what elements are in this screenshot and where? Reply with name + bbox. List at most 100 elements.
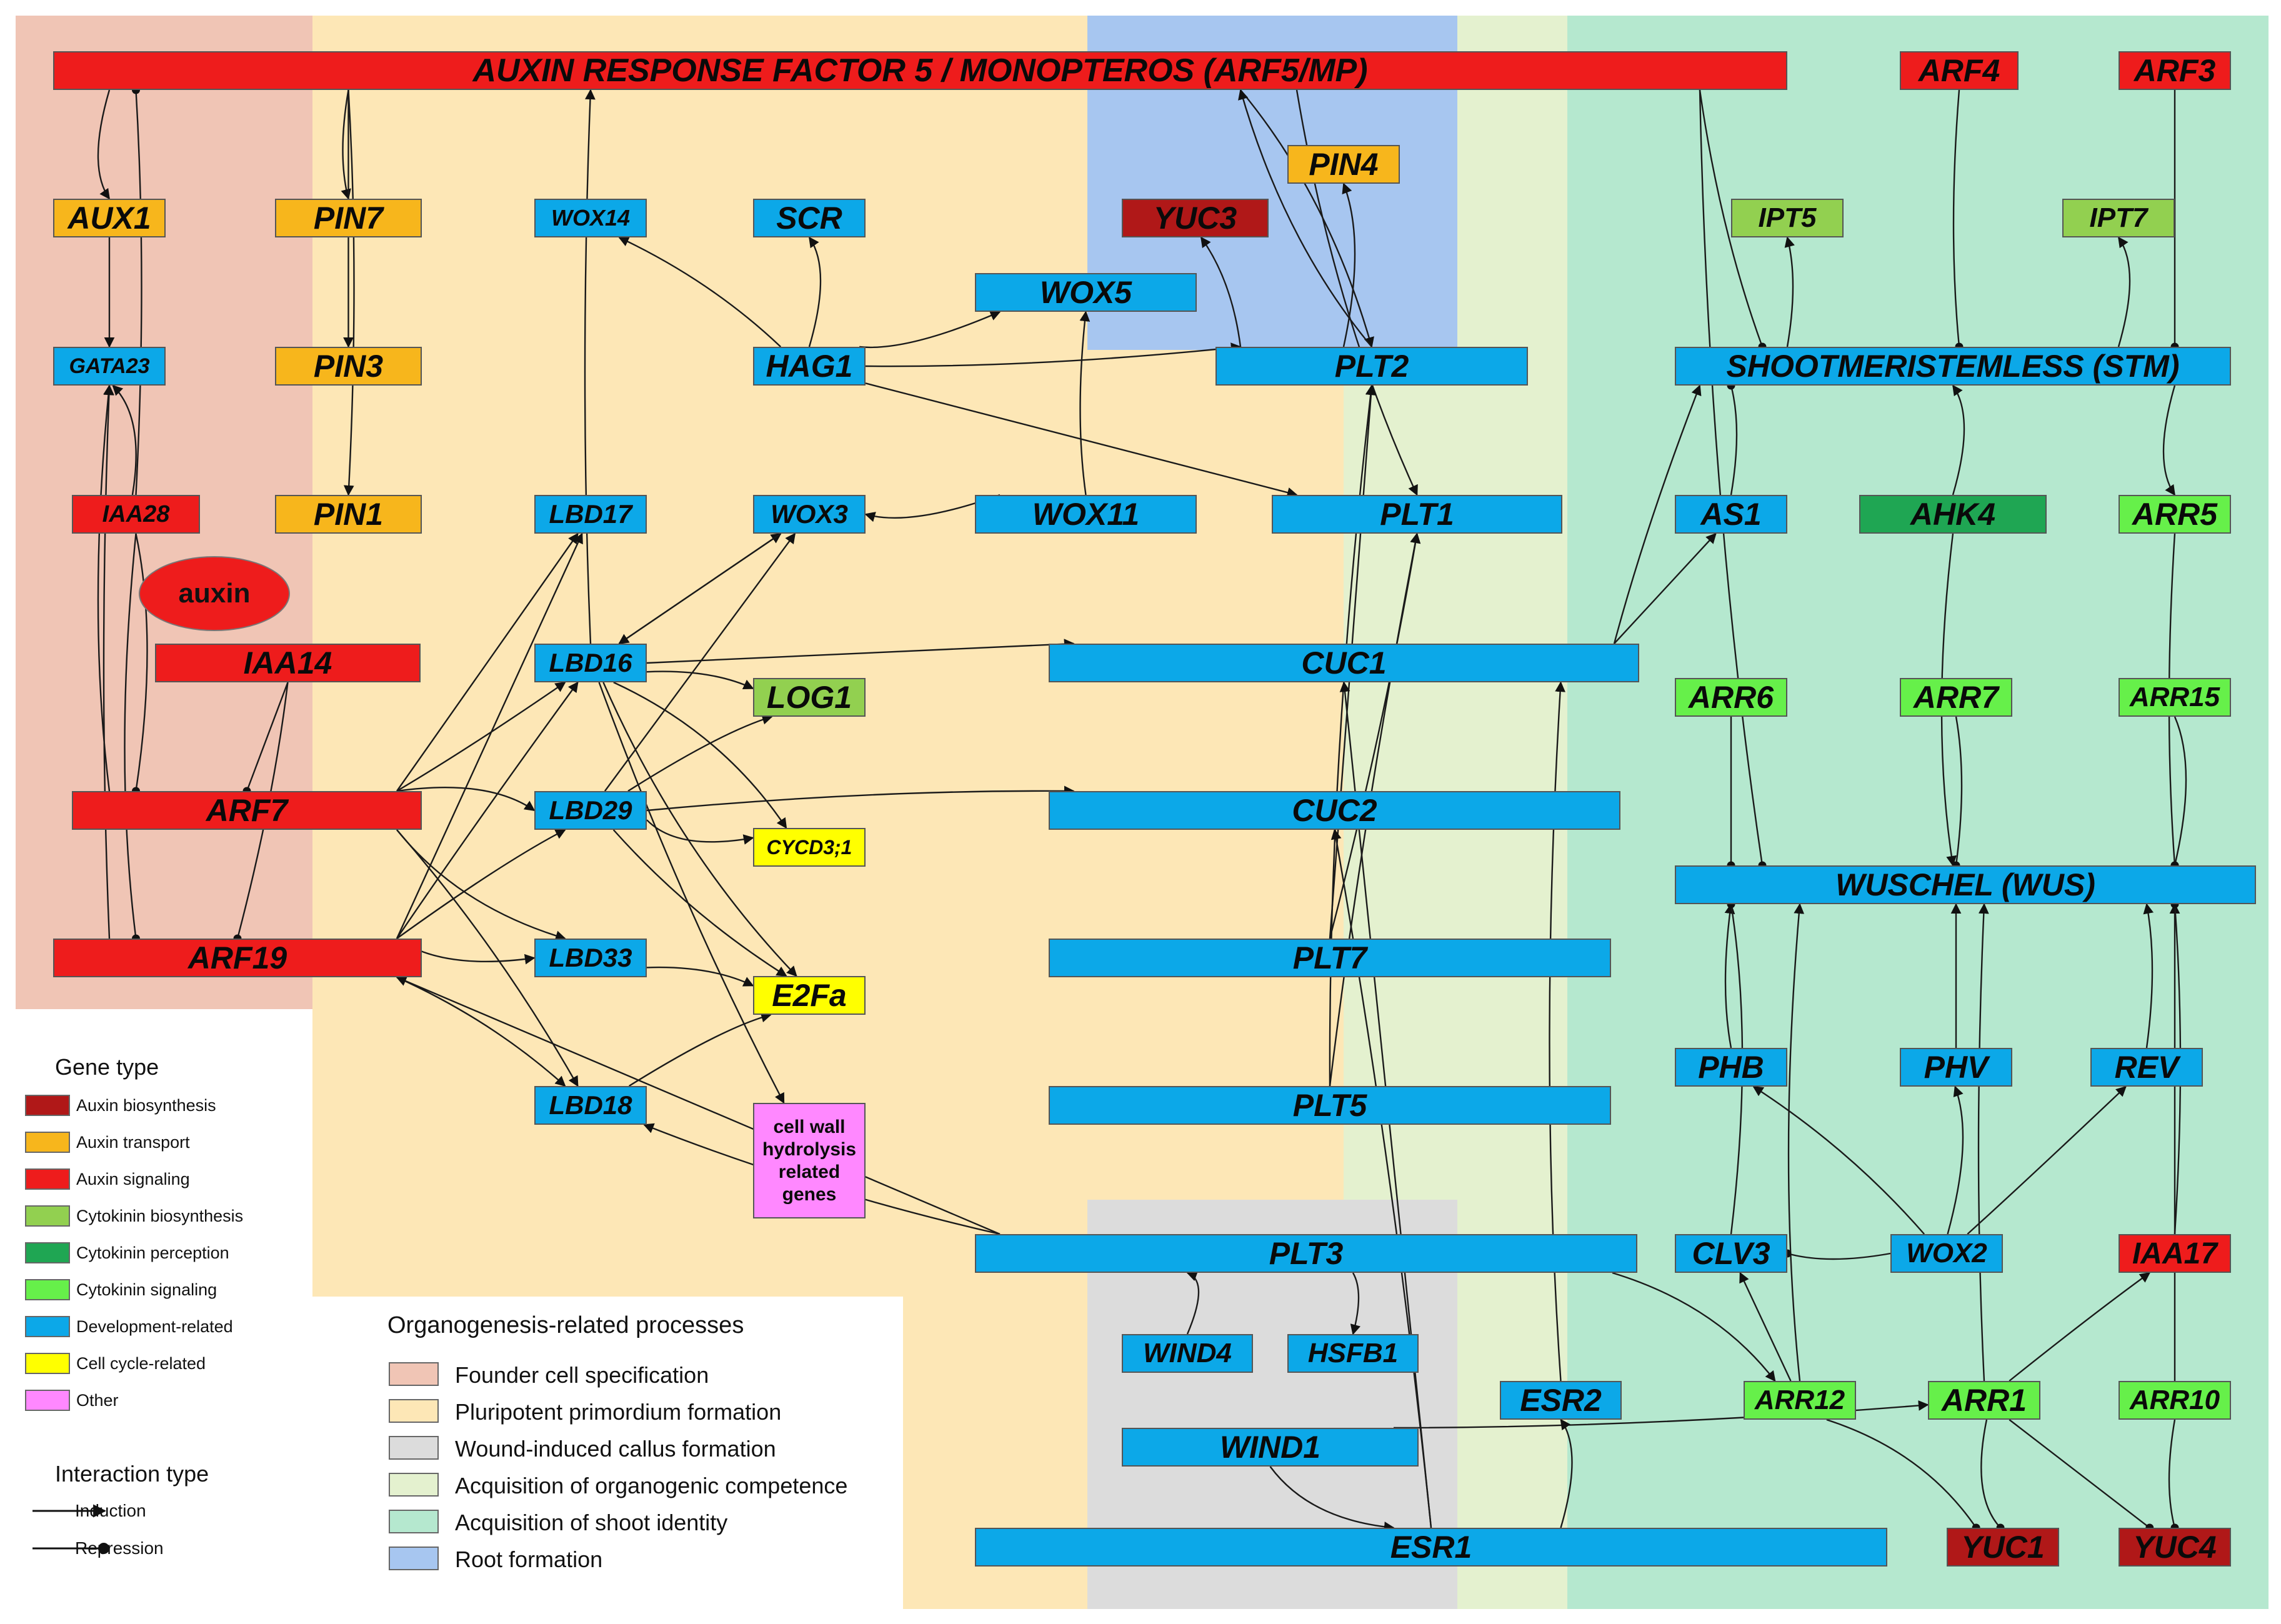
edge-arf19-to-lbd17 bbox=[396, 532, 583, 939]
legend-process-label: Acquisition of shoot identity bbox=[455, 1510, 728, 1535]
gene-arr7: ARR7 bbox=[1900, 678, 2012, 717]
edge-lbd16-to-log1 bbox=[646, 670, 754, 690]
gene-cuc1: CUC1 bbox=[1049, 644, 1639, 682]
gene-phb: PHB bbox=[1675, 1048, 1787, 1087]
edge-lbd29-to-cycd3 bbox=[646, 819, 754, 845]
edge-lbd18-to-e2fa bbox=[629, 1012, 772, 1087]
gene-arf5: AUXIN RESPONSE FACTOR 5 / MONOPTEROS (AR… bbox=[53, 51, 1787, 90]
gene-plt2: PLT2 bbox=[1215, 347, 1528, 386]
edge-arf5-to-wus bbox=[1699, 89, 1767, 870]
gene-wox3: WOX3 bbox=[753, 495, 866, 534]
edge-arr15-to-wus bbox=[2170, 716, 2187, 870]
gene-pin4: PIN4 bbox=[1287, 145, 1400, 184]
gene-scr: SCR bbox=[753, 199, 866, 237]
gene-arr6: ARR6 bbox=[1675, 678, 1787, 717]
edge-ahk4-to-stm bbox=[1952, 384, 1965, 496]
edge-hag1-to-scr bbox=[808, 236, 822, 347]
legend-repression-dot bbox=[98, 1543, 109, 1554]
gene-arf7: ARF7 bbox=[72, 791, 422, 830]
edge-arf19-to-lbd29 bbox=[396, 829, 566, 939]
edge-arr10-to-yuc4 bbox=[2168, 1419, 2179, 1532]
edge-arr7-to-wus bbox=[1952, 716, 1963, 870]
edge-plt3-to-hsfb1 bbox=[1350, 1272, 1361, 1335]
edge-lbd29-to-wox3 bbox=[604, 532, 796, 792]
edge-arf5-to-pin1 bbox=[343, 89, 355, 496]
edge-lbd16-to-arf5 bbox=[584, 89, 596, 644]
gene-log1: LOG1 bbox=[753, 678, 866, 717]
legend-process-swatch bbox=[389, 1436, 439, 1460]
gene-yuc3: YUC3 bbox=[1122, 199, 1269, 237]
edge-arf7-to-lbd18 bbox=[396, 829, 579, 1087]
edge-stm-to-arr5 bbox=[2162, 385, 2176, 496]
edge-iaa28-to-arf7 bbox=[132, 533, 148, 795]
gene-arf19: ARF19 bbox=[53, 939, 422, 977]
gene-pin1: PIN1 bbox=[275, 495, 422, 534]
legend-process-label: Wound-induced callus formation bbox=[455, 1436, 776, 1462]
edge-wox2-to-rev bbox=[1967, 1085, 2127, 1235]
legend-repression-label: Repression bbox=[75, 1538, 164, 1558]
zone-shoot-identity bbox=[1567, 16, 2269, 1609]
edge-arf7-to-lbd33 bbox=[396, 829, 566, 941]
edge-wox11-to-wox5 bbox=[1079, 311, 1091, 496]
gene-pin7: PIN7 bbox=[275, 199, 422, 237]
edge-lbd16-to-cwh bbox=[598, 682, 785, 1104]
gene-gata23: GATA23 bbox=[53, 347, 166, 386]
edge-iaa14-to-arf7 bbox=[242, 682, 289, 795]
edge-wox2-to-clv3 bbox=[1783, 1249, 1891, 1260]
gene-arr1: ARR1 bbox=[1928, 1381, 2040, 1420]
legend-process-label: Pluripotent primordium formation bbox=[455, 1399, 782, 1425]
gene-cuc2: CUC2 bbox=[1049, 791, 1620, 830]
edge-arf19-to-gata23 bbox=[102, 384, 114, 939]
edge-arr12-to-clv3 bbox=[1739, 1272, 1792, 1382]
gene-arr10: ARR10 bbox=[2119, 1381, 2231, 1420]
legend-gene-type-label: Development-related bbox=[76, 1317, 233, 1336]
edge-lbd29-to-e2fa bbox=[612, 829, 787, 977]
legend-gene-type-label: Auxin signaling bbox=[76, 1170, 190, 1188]
edge-lbd16-to-cycd3 bbox=[613, 681, 787, 829]
edge-esr1-to-esr2 bbox=[1560, 1418, 1573, 1528]
gene-clv3: CLV3 bbox=[1675, 1234, 1787, 1273]
legend-gene-type-label: Cell cycle-related bbox=[76, 1354, 206, 1373]
legend-gene-type-swatch bbox=[25, 1168, 70, 1190]
edge-hag1-to-wox14 bbox=[618, 236, 782, 347]
edge-esr2-to-cuc1 bbox=[1549, 681, 1565, 1382]
gene-yuc4: YUC4 bbox=[2119, 1528, 2231, 1567]
gene-yuc1: YUC1 bbox=[1947, 1528, 2059, 1567]
legend-gene-type-swatch bbox=[25, 1242, 70, 1263]
gene-iaa28: IAA28 bbox=[72, 495, 200, 534]
edge-lbd29-to-log1 bbox=[627, 714, 773, 792]
legend-process-swatch bbox=[389, 1399, 439, 1423]
zone-organogenic-competence-lower bbox=[1344, 350, 1457, 1200]
gene-arr12: ARR12 bbox=[1744, 1381, 1856, 1420]
gene-aux1: AUX1 bbox=[53, 199, 166, 237]
edge-stm-to-ipt5 bbox=[1784, 236, 1795, 347]
edge-wind4-to-plt3 bbox=[1186, 1271, 1200, 1335]
gene-esr1: ESR1 bbox=[975, 1528, 1887, 1567]
gene-cycd3: CYCD3;1 bbox=[753, 828, 866, 867]
legend-gene-type-label: Auxin transport bbox=[76, 1133, 190, 1152]
edge-cuc1-to-stm bbox=[1613, 384, 1702, 644]
gene-wox5: WOX5 bbox=[975, 273, 1197, 312]
edge-esr1-to-cuc2 bbox=[1330, 829, 1432, 1528]
legend-gene-type-label: Cytokinin signaling bbox=[76, 1280, 217, 1299]
gene-hsfb1: HSFB1 bbox=[1287, 1334, 1419, 1373]
legend-process-title: Organogenesis-related processes bbox=[387, 1312, 744, 1338]
edge-iaa28-to-arf5 bbox=[132, 86, 142, 496]
edge-wind1-to-esr1 bbox=[1269, 1466, 1395, 1532]
edge-iaa28-to-arf19 bbox=[124, 533, 140, 943]
gene-plt7: PLT7 bbox=[1049, 939, 1611, 977]
gene-wus: WUSCHEL (WUS) bbox=[1675, 865, 2256, 904]
edge-wox2-to-phb bbox=[1752, 1085, 1925, 1235]
gene-arr15: ARR15 bbox=[2119, 678, 2231, 717]
gene-plt5: PLT5 bbox=[1049, 1086, 1611, 1125]
edge-hag1-to-wox5 bbox=[859, 311, 1001, 349]
legend-process-swatch bbox=[389, 1510, 439, 1533]
gene-as1: AS1 bbox=[1675, 495, 1787, 534]
edge-plt2-to-yuc3 bbox=[1200, 236, 1242, 347]
gene-iaa17: IAA17 bbox=[2119, 1234, 2231, 1273]
gene-hag1: HAG1 bbox=[753, 347, 866, 386]
gene-arr5: ARR5 bbox=[2119, 495, 2231, 534]
gene-stm: SHOOTMERISTEMLESS (STM) bbox=[1675, 347, 2231, 386]
legend-process-label: Acquisition of organogenic competence bbox=[455, 1473, 848, 1498]
legend-process-swatch bbox=[389, 1473, 439, 1497]
